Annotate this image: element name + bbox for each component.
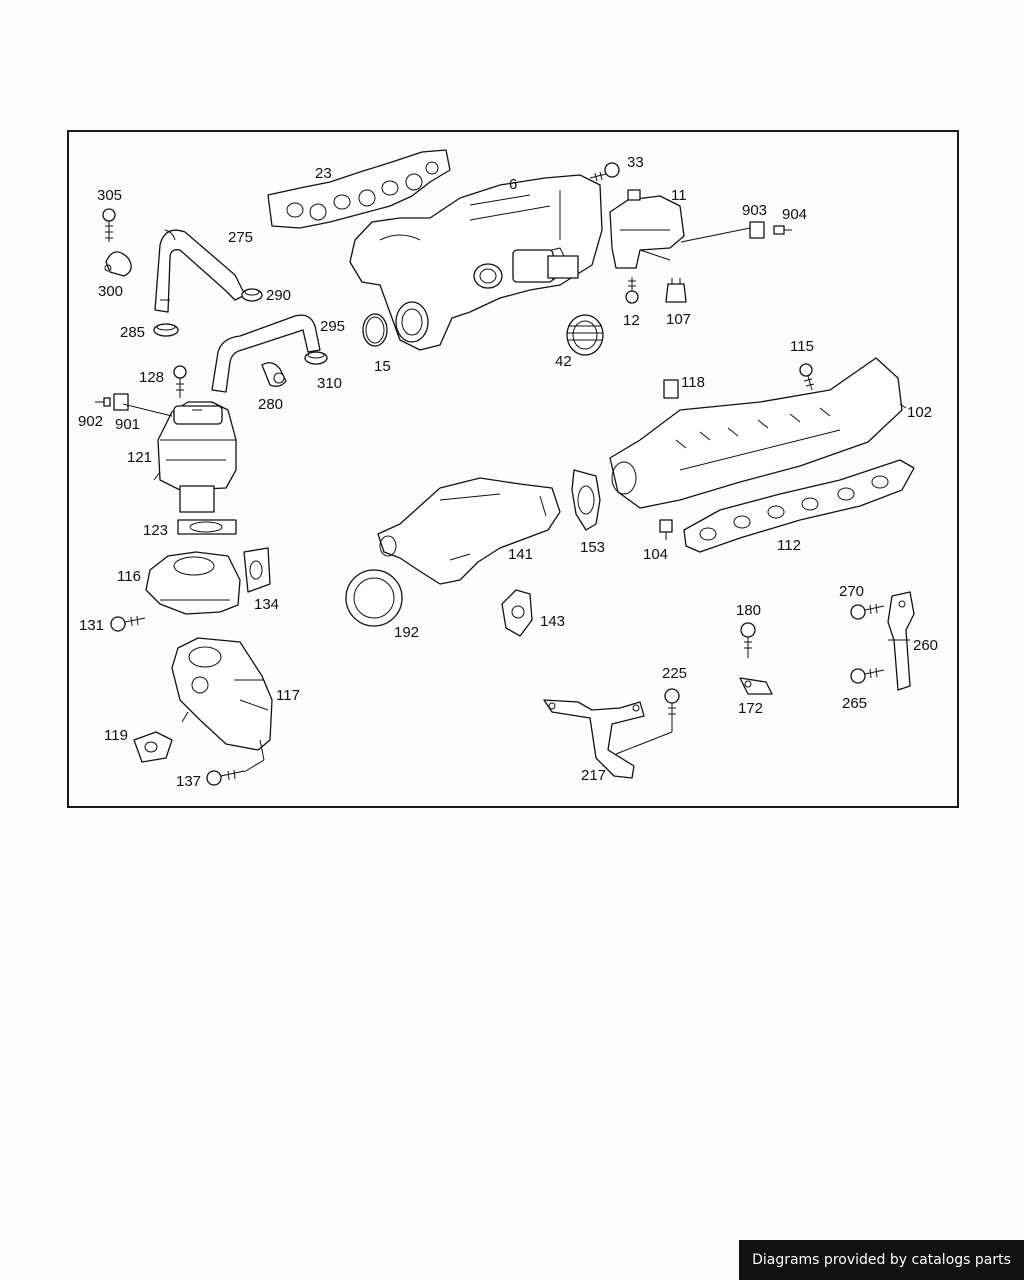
callout-192: 192 [394, 624, 419, 641]
bolt-131 [110, 615, 146, 632]
intake-manifold-6 [349, 174, 603, 351]
callout-labels: 305 300 275 285 290 295 310 280 23 6 33 … [78, 154, 938, 790]
housing-116 [145, 551, 241, 615]
bolt-270 [850, 603, 885, 620]
callout-121: 121 [127, 449, 152, 466]
connector-903 [749, 221, 765, 239]
bolt-128 [173, 365, 187, 398]
callout-23: 23 [315, 165, 332, 182]
gasket-123 [177, 519, 237, 535]
callout-141: 141 [508, 546, 533, 563]
callout-118: 118 [681, 374, 705, 391]
cooler-117 [171, 637, 273, 751]
callout-217: 217 [581, 767, 606, 784]
callout-902: 902 [78, 413, 103, 430]
clamp-300 [104, 251, 132, 277]
callout-128: 128 [139, 369, 164, 386]
credit-banner: Diagrams provided by catalogs parts [739, 1240, 1024, 1280]
callout-305: 305 [97, 187, 122, 204]
callout-15: 15 [374, 358, 391, 375]
bolt-305 [102, 208, 116, 242]
clamp-310 [304, 351, 328, 365]
callout-270: 270 [839, 583, 864, 600]
callout-260: 260 [913, 637, 938, 654]
bolt-33 [589, 162, 620, 182]
leader-lines [122, 227, 910, 773]
bolt-137 [206, 769, 245, 786]
actuator-11 [609, 189, 685, 269]
callout-12: 12 [623, 312, 640, 329]
bolt-12 [625, 277, 639, 304]
connector-901 [113, 393, 129, 411]
callout-153: 153 [580, 539, 605, 556]
seal-ring-42 [566, 314, 604, 356]
manifold-102 [609, 357, 903, 509]
bolt-225 [664, 688, 680, 724]
callout-300: 300 [98, 283, 123, 300]
callout-11: 11 [671, 187, 687, 204]
callout-265: 265 [842, 695, 867, 712]
callout-285: 285 [120, 324, 145, 341]
callout-310: 310 [317, 375, 342, 392]
callout-903: 903 [742, 202, 767, 219]
callout-275: 275 [228, 229, 253, 246]
callout-104: 104 [643, 546, 668, 563]
callout-225: 225 [662, 665, 687, 682]
callout-295: 295 [320, 318, 345, 335]
callout-33: 33 [627, 154, 644, 171]
bracket-260 [887, 591, 915, 691]
hose-295 [211, 314, 321, 393]
callout-904: 904 [782, 206, 807, 223]
bolt-115 [799, 363, 815, 391]
bolt-180 [740, 622, 756, 658]
callout-137: 137 [176, 773, 201, 790]
callout-107: 107 [666, 311, 691, 328]
pin-904 [773, 225, 792, 235]
gasket-192 [345, 569, 403, 627]
pin-902 [95, 397, 111, 407]
gasket-153 [571, 469, 601, 531]
egr-valve-121 [157, 401, 237, 513]
callout-6: 6 [509, 176, 517, 193]
callout-901: 901 [115, 416, 140, 433]
callout-172: 172 [738, 700, 763, 717]
bracket-280 [261, 362, 287, 387]
callout-112: 112 [777, 537, 801, 554]
gasket-134 [243, 547, 271, 593]
bracket-217 [543, 699, 645, 779]
gasket-112 [683, 459, 915, 553]
callout-42: 42 [555, 353, 572, 370]
gasket-119 [133, 731, 173, 763]
bracket-172 [739, 677, 773, 695]
callout-123: 123 [143, 522, 168, 539]
callout-134: 134 [254, 596, 279, 613]
callout-102: 102 [907, 404, 932, 421]
label-118 [663, 379, 679, 399]
gasket-23 [267, 149, 451, 229]
clip-107 [665, 278, 687, 303]
callout-119: 119 [104, 727, 128, 744]
callout-290: 290 [266, 287, 291, 304]
duct-141 [377, 477, 561, 585]
hose-275 [154, 229, 246, 313]
callout-143: 143 [540, 613, 565, 630]
callout-180: 180 [736, 602, 761, 619]
o-ring-15 [362, 313, 388, 347]
callout-117: 117 [276, 687, 300, 704]
callout-280: 280 [258, 396, 283, 413]
clamp-290 [241, 288, 263, 302]
callout-116: 116 [117, 568, 141, 585]
sensor-143 [501, 589, 533, 637]
callout-115: 115 [790, 338, 814, 355]
callout-131: 131 [79, 617, 104, 634]
clamp-285 [153, 323, 179, 337]
plug-104 [659, 519, 673, 540]
bolt-265 [850, 667, 885, 684]
